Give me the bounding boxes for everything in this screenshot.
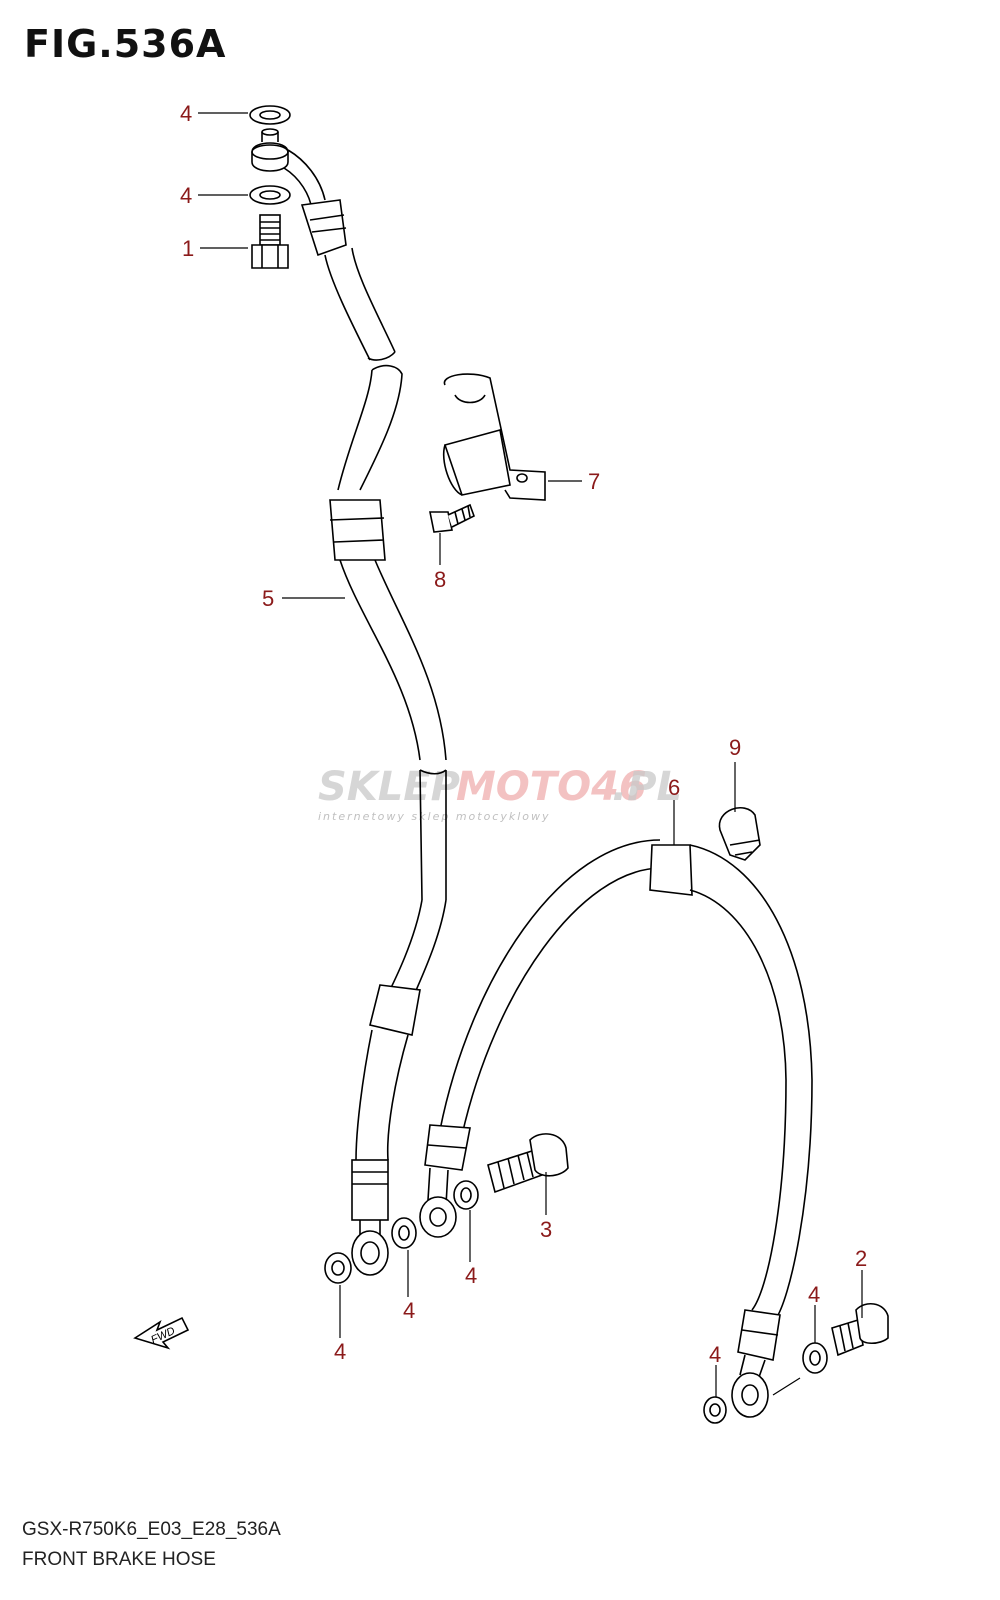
callout-3: 3 [540,1217,552,1242]
hose-grommet-right [649,844,693,896]
callout-1: 1 [182,236,194,261]
figure-caption: FRONT BRAKE HOSE [22,1549,216,1570]
callout-4: 4 [180,183,192,208]
bracket-bolt [429,503,475,533]
callout-2: 2 [855,1246,867,1271]
watermark-brand-gray: SKLEP [318,764,460,810]
hose-fitting-lower-left [351,1159,389,1221]
watermark-brand-tld: .PL [612,764,682,810]
callout-labels: 4 4 1 7 8 5 9 6 3 4 4 4 2 4 4 [180,101,867,1367]
callout-5: 5 [262,586,274,611]
callout-4: 4 [709,1342,721,1367]
watermark: SKLEP MOTO46 .PL internetowy sklep motoc… [318,764,682,823]
hose-fitting-lower-right [737,1309,781,1361]
top-banjo-assembly [249,105,347,269]
callout-8: 8 [434,567,446,592]
callout-7: 7 [588,469,600,494]
banjo-eye-left [351,1230,389,1276]
washers-lower [324,1180,828,1424]
washer-top-1 [249,105,291,125]
callout-6: 6 [668,775,680,800]
model-code: GSX-R750K6_E03_E28_536A [22,1519,281,1540]
callout-4: 4 [808,1282,820,1307]
fwd-arrow-icon: FWD [133,1316,190,1350]
callout-4: 4 [465,1263,477,1288]
callout-4: 4 [180,101,192,126]
hose-grommet [329,499,386,561]
washer-top-2 [249,185,291,205]
leader-lines [198,112,863,1397]
banjo-eye-top [251,142,289,172]
watermark-tagline: internetowy sklep motocyklowy [318,810,551,823]
hose-fitting-lower-mid [424,1124,471,1171]
callout-4: 4 [334,1339,346,1364]
hose-clamp [718,806,761,861]
banjo-bolt-3 [487,1133,569,1194]
banjo-eye-mid [419,1196,457,1238]
figure-title: FIG.536A [24,22,227,66]
callout-9: 9 [729,735,741,760]
callout-4: 4 [403,1298,415,1323]
hose-lower-right [419,839,813,1418]
hose-bracket [443,373,546,501]
hose-upper [324,247,447,1276]
banjo-eye-right [731,1372,769,1418]
banjo-bolt-2 [831,1303,889,1357]
watermark-brand-red: MOTO46 [456,764,647,810]
hose-fitting-top [300,199,347,257]
